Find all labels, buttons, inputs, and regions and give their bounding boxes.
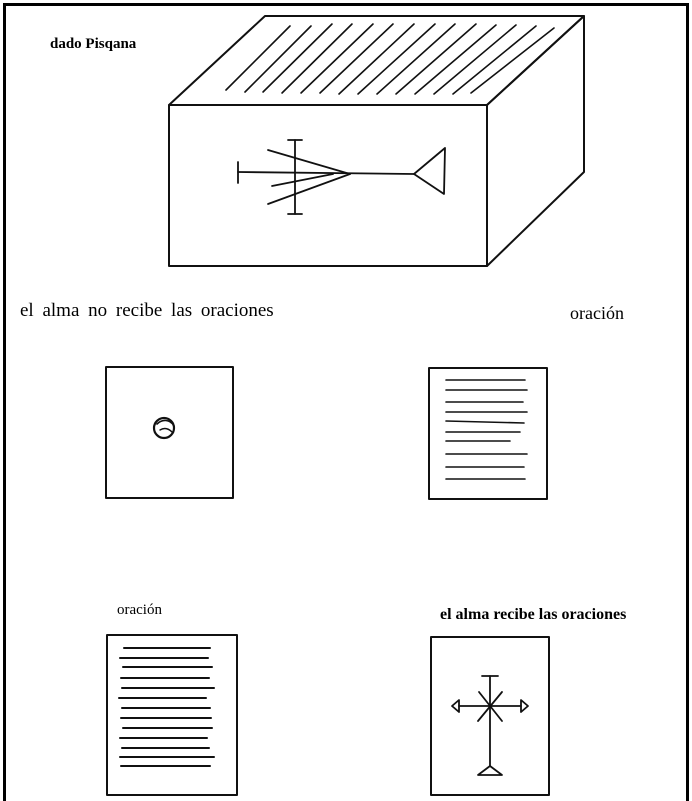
ruled-lines-icon — [445, 379, 528, 480]
die-top-hatching — [225, 23, 555, 95]
cross-with-arrows-icon — [451, 675, 529, 776]
panel-label-oracion-right: oración — [570, 303, 624, 323]
figure-frame — [3, 3, 689, 801]
panel-oracion-right-box — [428, 367, 548, 500]
panel-label-no-recibe: el alma no recibe las oraciones — [20, 300, 274, 321]
ruled-lines-icon — [118, 647, 215, 767]
pisqana-die — [168, 15, 585, 267]
circle-mark-icon — [152, 416, 176, 440]
panel-label-oracion-left: oración — [117, 602, 162, 618]
panel-oracion-left-box — [106, 634, 238, 796]
panel-no-recibe-box — [105, 366, 234, 499]
panel-recibe-box — [430, 636, 550, 796]
figure-title: dado Pisqana — [50, 36, 137, 52]
die-side-face — [486, 15, 585, 267]
die-top-face — [168, 15, 585, 106]
panel-label-recibe: el alma recibe las oraciones — [440, 606, 627, 623]
die-front-symbol — [237, 139, 446, 215]
die-front-face — [168, 104, 488, 267]
